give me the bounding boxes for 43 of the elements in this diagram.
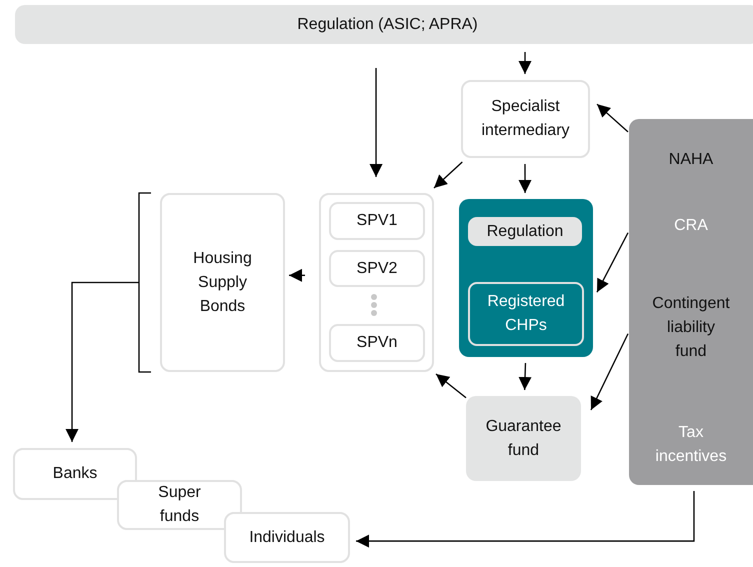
regulator-band	[15, 5, 753, 44]
arrow	[518, 164, 532, 193]
node-text: SPV2	[356, 258, 398, 278]
arrow	[596, 232, 629, 293]
node-text: CRA	[673, 216, 709, 236]
node-text: Specialist intermediary	[480, 97, 571, 141]
process-box	[13, 448, 137, 500]
process-box	[461, 80, 590, 158]
arrow	[596, 104, 628, 132]
label-pill	[468, 217, 582, 246]
arrow	[518, 52, 532, 74]
node-text: Banks	[52, 464, 98, 484]
node-text: Regulation (ASIC; APRA)	[296, 14, 479, 34]
process-box	[468, 282, 584, 346]
arrow	[518, 362, 532, 390]
process-box	[329, 202, 425, 240]
panel-text: NAHA	[668, 150, 714, 170]
arrow	[590, 333, 629, 410]
process-box	[329, 324, 425, 362]
node-text: SPVn	[356, 333, 398, 353]
side-panel	[629, 119, 753, 485]
node-text: Regulation	[486, 222, 564, 242]
process-box	[160, 193, 285, 372]
arrow	[66, 282, 139, 442]
arrow	[289, 268, 305, 282]
arrow	[370, 68, 383, 177]
process-box	[224, 512, 350, 563]
arrow	[356, 491, 695, 548]
node-text: Housing Supply Bonds	[192, 248, 253, 316]
node-text: SPV1	[356, 211, 398, 231]
node-text: Individuals	[248, 528, 326, 548]
container-box	[319, 193, 434, 372]
node-text: Registered CHPs	[486, 292, 566, 336]
node-text: Tax incentives	[654, 423, 728, 467]
process-box	[117, 480, 242, 530]
panel-text: Contingent liability fund	[651, 294, 731, 362]
process-box	[466, 396, 581, 481]
arrow	[436, 373, 466, 398]
node-text: Super funds	[157, 483, 202, 527]
node-text: Guarantee fund	[484, 416, 562, 460]
arrow	[434, 162, 463, 188]
process-box	[329, 250, 425, 287]
container-panel	[459, 199, 593, 357]
